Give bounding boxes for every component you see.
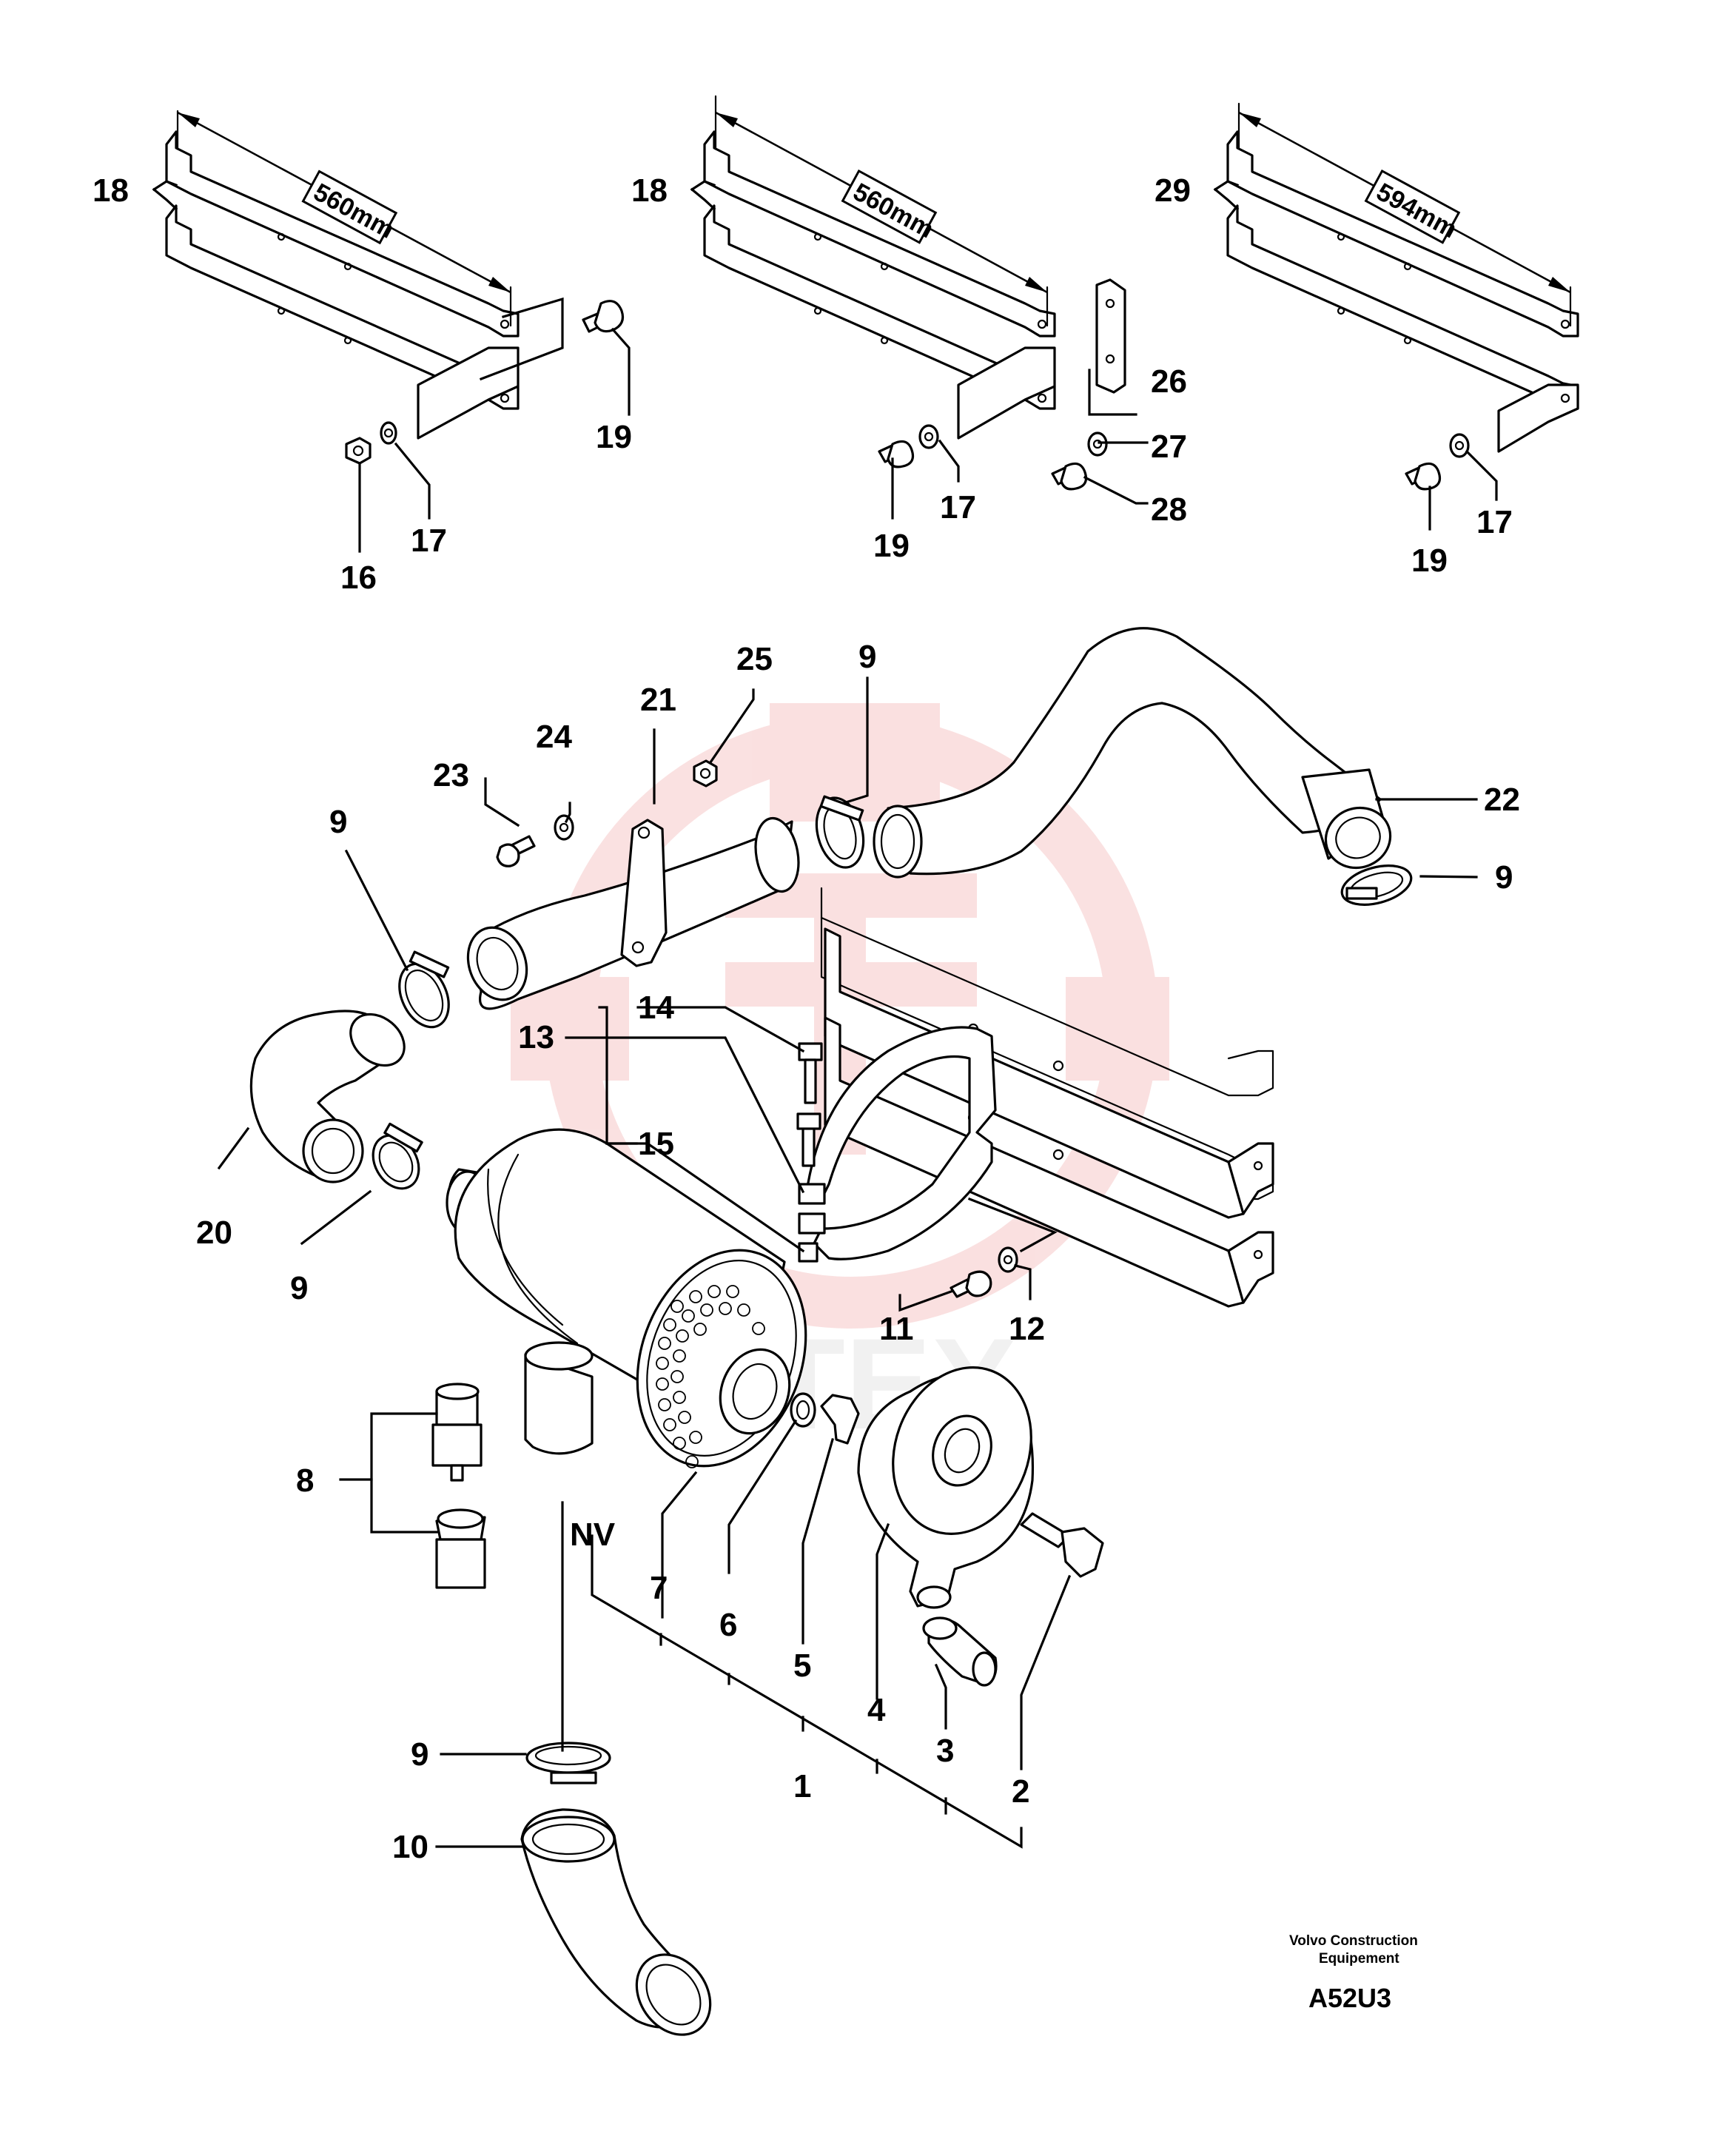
bolt-2 [1020, 1512, 1104, 1578]
callout-4: 4 [867, 1692, 886, 1728]
filter-strap-clamp [796, 1026, 1058, 1263]
brand-line-2: Equipement [1319, 1951, 1399, 1967]
callout-26: 26 [1151, 363, 1187, 400]
callout-12: 12 [1009, 1311, 1045, 1347]
callout-7: 7 [650, 1570, 668, 1606]
callout-18-left: 18 [93, 172, 129, 209]
bolt-14 [798, 1042, 823, 1104]
callout-6: 6 [719, 1607, 737, 1643]
restriction-indicator-8 [431, 1383, 486, 1589]
callout-27: 27 [1151, 429, 1187, 465]
callout-29: 29 [1155, 172, 1191, 209]
callout-15: 15 [638, 1126, 674, 1162]
air-filter-housing [446, 1128, 807, 1468]
hose-clamp [1340, 864, 1413, 906]
bracket-set-left: 560mm [165, 110, 625, 465]
callout-24: 24 [536, 719, 572, 755]
callout-19-middle: 19 [873, 528, 910, 564]
callout-19-left: 19 [596, 419, 632, 455]
callout-1: 1 [793, 1768, 811, 1804]
hose-clamp [815, 795, 865, 869]
callout-labels: 18 19 17 16 18 26 27 28 17 19 29 17 19 2… [93, 172, 1520, 1865]
callout-16: 16 [340, 560, 377, 596]
washer-12 [998, 1246, 1018, 1273]
filter-cover-4 [857, 1366, 1035, 1609]
hose-clamp [372, 1122, 423, 1190]
washer-24 [554, 814, 574, 841]
callout-23: 23 [433, 757, 469, 793]
callout-9-bottom: 9 [411, 1736, 428, 1773]
callout-17-right: 17 [1476, 504, 1513, 540]
callout-9-left: 9 [329, 804, 347, 840]
callout-2: 2 [1012, 1773, 1029, 1810]
bracket-set-middle: 560mm [703, 95, 1137, 491]
callout-8: 8 [296, 1462, 314, 1499]
drawing-reference: A52U3 [1308, 1983, 1391, 2013]
callout-25: 25 [736, 641, 773, 677]
pipe-21 [466, 816, 800, 1010]
callout-5: 5 [793, 1648, 811, 1684]
wing-nut-5 [820, 1394, 860, 1445]
callout-28: 28 [1151, 491, 1187, 528]
hose-22 [873, 627, 1392, 879]
callout-nv: NV [570, 1517, 616, 1553]
bolt-11 [950, 1270, 992, 1298]
callout-9-right: 9 [1495, 859, 1513, 896]
dust-valve-3 [922, 1616, 998, 1687]
hose-clamp [398, 950, 450, 1029]
seal-washer-6 [790, 1392, 816, 1428]
callout-17-left: 17 [411, 523, 447, 559]
callout-17-middle: 17 [940, 489, 976, 525]
callout-9-top: 9 [858, 639, 876, 675]
nut-25 [693, 759, 718, 787]
callout-14: 14 [638, 990, 674, 1026]
leader-lines [152, 180, 1498, 1849]
bracket-set-right: 594mm [1226, 102, 1579, 491]
callout-3: 3 [936, 1733, 954, 1769]
elbow-20 [249, 1010, 406, 1183]
callout-19-right: 19 [1411, 543, 1448, 579]
callout-21: 21 [640, 682, 676, 718]
mounting-bracket-filter [820, 887, 1274, 1308]
callout-22: 22 [1484, 782, 1520, 818]
brand-line-1: Volvo Construction [1289, 1933, 1418, 1949]
hose-clamp [525, 1742, 611, 1784]
title-block: Volvo Construction Equipement A52U3 [1289, 1933, 1418, 2013]
callout-11: 11 [879, 1311, 914, 1347]
callout-9-elbow: 9 [290, 1270, 308, 1306]
callout-10: 10 [392, 1829, 428, 1865]
callout-13: 13 [518, 1019, 554, 1055]
elbow-10 [520, 1808, 712, 2036]
callout-20: 20 [196, 1215, 232, 1251]
bolt-23 [496, 835, 536, 867]
callout-18-middle: 18 [631, 172, 668, 209]
